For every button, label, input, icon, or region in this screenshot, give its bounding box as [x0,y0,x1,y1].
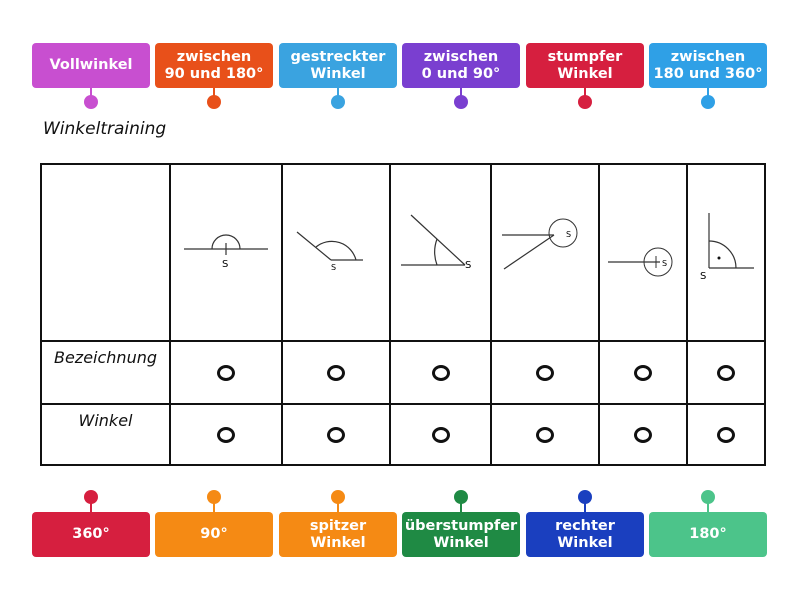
tile-rechter-winkel[interactable]: rechter Winkel [526,512,644,557]
drop-zone[interactable] [598,340,688,405]
worksheet-caption: Winkeltraining [43,119,167,139]
pin-line [584,88,586,96]
pin-dot [207,490,221,504]
row-label-bezeichnung: Bezeichnung [40,340,171,405]
pin-line [337,503,339,513]
pin-line [707,503,709,513]
tile-gestreckter-winkel[interactable]: gestreckter Winkel [279,43,397,88]
pin-dot [454,490,468,504]
tile-zwischen-90-180[interactable]: zwischen 90 und 180° [155,43,273,88]
figure-cell: S [281,163,391,342]
pin-line [90,88,92,96]
drop-target-icon[interactable] [431,364,450,381]
figure-cell: S [169,163,283,342]
svg-text:S: S [331,263,336,272]
reflex-angle-icon: S [502,218,578,270]
drop-target-icon[interactable] [717,364,735,381]
pin-line [460,503,462,513]
tile-90[interactable]: 90° [155,512,273,557]
drop-zone[interactable] [169,340,283,405]
pin-line [213,88,215,96]
pin-line [337,88,339,96]
svg-text:S: S [662,259,667,268]
figure-cell: S [389,163,492,342]
tile-spitzer-winkel[interactable]: spitzer Winkel [279,512,397,557]
svg-text:S: S [222,259,228,270]
pin-dot [454,95,468,109]
tile-180[interactable]: 180° [649,512,767,557]
svg-text:S: S [465,260,471,271]
drop-target-icon[interactable] [634,364,652,381]
row-label-winkel: Winkel [40,403,171,466]
pin-dot [84,490,98,504]
drop-target-icon[interactable] [431,426,450,443]
tile-stumpfer-winkel[interactable]: stumpfer Winkel [526,43,644,88]
drop-zone[interactable] [281,340,391,405]
pin-dot [578,95,592,109]
straight-angle-icon: S [184,234,268,270]
svg-text:S: S [700,271,706,282]
drop-target-icon[interactable] [717,426,735,443]
drop-zone[interactable] [686,403,766,466]
pin-line [90,503,92,513]
pin-line [460,88,462,96]
obtuse-angle-icon: S [296,231,363,272]
drop-target-icon[interactable] [536,364,554,381]
pin-dot [331,490,345,504]
full-angle-icon: S [608,247,673,277]
tile-ueberstumpfer-winkel[interactable]: überstumpfer Winkel [402,512,520,557]
drop-zone[interactable] [490,403,600,466]
pin-dot [331,95,345,109]
tile-zwischen-0-90[interactable]: zwischen 0 und 90° [402,43,520,88]
drop-zone[interactable] [281,403,391,466]
drop-zone[interactable] [490,340,600,405]
pin-dot [701,95,715,109]
pin-dot [84,95,98,109]
tile-zwischen-180-360[interactable]: zwischen 180 und 360° [649,43,767,88]
pin-line [584,503,586,513]
pin-line [213,503,215,513]
tile-360[interactable]: 360° [32,512,150,557]
drop-target-icon[interactable] [327,426,345,443]
svg-text:S: S [566,230,571,239]
drop-zone[interactable] [686,340,766,405]
drop-target-icon[interactable] [634,426,652,443]
drop-target-icon[interactable] [217,364,235,381]
acute-angle-icon: S [401,214,471,271]
drop-zone[interactable] [389,340,492,405]
figure-cell: S [598,163,688,342]
header-empty-cell [40,163,171,342]
drop-target-icon[interactable] [327,364,345,381]
pin-dot [578,490,592,504]
pin-dot [207,95,221,109]
worksheet-table: S S S S [40,163,766,466]
right-angle-icon: S [700,213,754,282]
pin-dot [701,490,715,504]
figure-cell: S [686,163,766,342]
pin-line [707,88,709,96]
drop-zone[interactable] [169,403,283,466]
drop-zone[interactable] [598,403,688,466]
tile-vollwinkel[interactable]: Vollwinkel [32,43,150,88]
figure-cell: S [490,163,600,342]
drop-zone[interactable] [389,403,492,466]
drop-target-icon[interactable] [536,426,554,443]
drop-target-icon[interactable] [217,426,235,443]
